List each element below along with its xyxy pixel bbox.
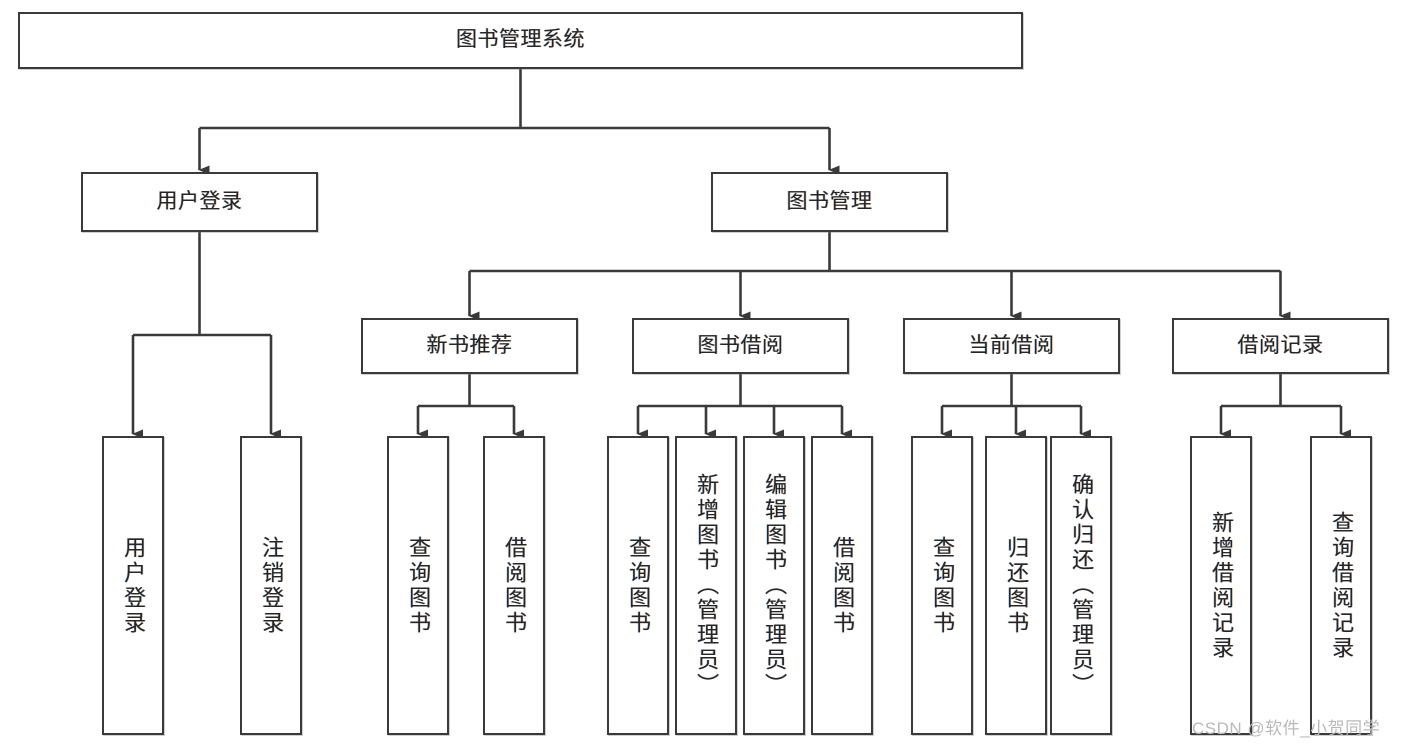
node-label-user-login: 用户登录 bbox=[156, 189, 243, 213]
node-label-book-mgmt: 图书管理 bbox=[786, 189, 873, 213]
node-label-leaf-book-borrow: 借阅图书 bbox=[830, 535, 856, 636]
node-leaf-rec-borrow[interactable]: 借阅图书 bbox=[483, 436, 545, 735]
node-label-leaf-borrow-query: 查询图书 bbox=[626, 535, 652, 636]
node-label-leaf-record-add: 新增借阅记录 bbox=[1209, 510, 1235, 661]
node-leaf-return[interactable]: 归还图书 bbox=[985, 436, 1047, 735]
node-label-book-borrow: 图书借阅 bbox=[697, 333, 784, 357]
node-book-mgmt[interactable]: 图书管理 bbox=[711, 172, 948, 232]
node-label-leaf-record-query: 查询借阅记录 bbox=[1329, 510, 1355, 661]
node-leaf-book-add[interactable]: 新增图书（管理员） bbox=[675, 436, 737, 735]
node-label-root: 图书管理系统 bbox=[456, 28, 585, 52]
node-label-leaf-rec-query: 查询图书 bbox=[406, 535, 432, 636]
node-label-leaf-cur-query: 查询图书 bbox=[930, 535, 956, 636]
node-leaf-record-query[interactable]: 查询借阅记录 bbox=[1310, 436, 1372, 735]
node-label-leaf-book-edit: 编辑图书（管理员） bbox=[762, 473, 788, 698]
csdn-watermark: CSDN @软件_小贺同学 bbox=[1192, 719, 1381, 738]
node-leaf-user-login[interactable]: 用户登录 bbox=[102, 436, 164, 735]
node-label-leaf-confirm-return: 确认归还（管理员） bbox=[1069, 473, 1095, 698]
node-leaf-cur-query[interactable]: 查询图书 bbox=[911, 436, 973, 735]
node-leaf-book-borrow[interactable]: 借阅图书 bbox=[811, 436, 873, 735]
node-label-leaf-logout: 注销登录 bbox=[259, 535, 285, 636]
node-label-current-borrow: 当前借阅 bbox=[968, 333, 1055, 357]
node-leaf-logout[interactable]: 注销登录 bbox=[240, 436, 302, 735]
node-label-leaf-user-login: 用户登录 bbox=[121, 535, 147, 636]
node-user-login[interactable]: 用户登录 bbox=[81, 172, 318, 232]
node-label-new-book-rec: 新书推荐 bbox=[426, 333, 513, 357]
node-new-book-rec[interactable]: 新书推荐 bbox=[361, 318, 578, 374]
node-label-borrow-record: 借阅记录 bbox=[1237, 333, 1324, 357]
node-leaf-borrow-query[interactable]: 查询图书 bbox=[607, 436, 669, 735]
node-leaf-book-edit[interactable]: 编辑图书（管理员） bbox=[743, 436, 805, 735]
node-leaf-record-add[interactable]: 新增借阅记录 bbox=[1190, 436, 1252, 735]
node-leaf-confirm-return[interactable]: 确认归还（管理员） bbox=[1050, 436, 1112, 735]
node-book-borrow[interactable]: 图书借阅 bbox=[632, 318, 849, 374]
node-label-leaf-book-add: 新增图书（管理员） bbox=[694, 473, 720, 698]
node-current-borrow[interactable]: 当前借阅 bbox=[903, 318, 1120, 374]
node-leaf-rec-query[interactable]: 查询图书 bbox=[387, 436, 449, 735]
node-root[interactable]: 图书管理系统 bbox=[18, 12, 1023, 69]
node-borrow-record[interactable]: 借阅记录 bbox=[1172, 318, 1389, 374]
node-label-leaf-return: 归还图书 bbox=[1004, 535, 1030, 636]
node-label-leaf-rec-borrow: 借阅图书 bbox=[502, 535, 528, 636]
